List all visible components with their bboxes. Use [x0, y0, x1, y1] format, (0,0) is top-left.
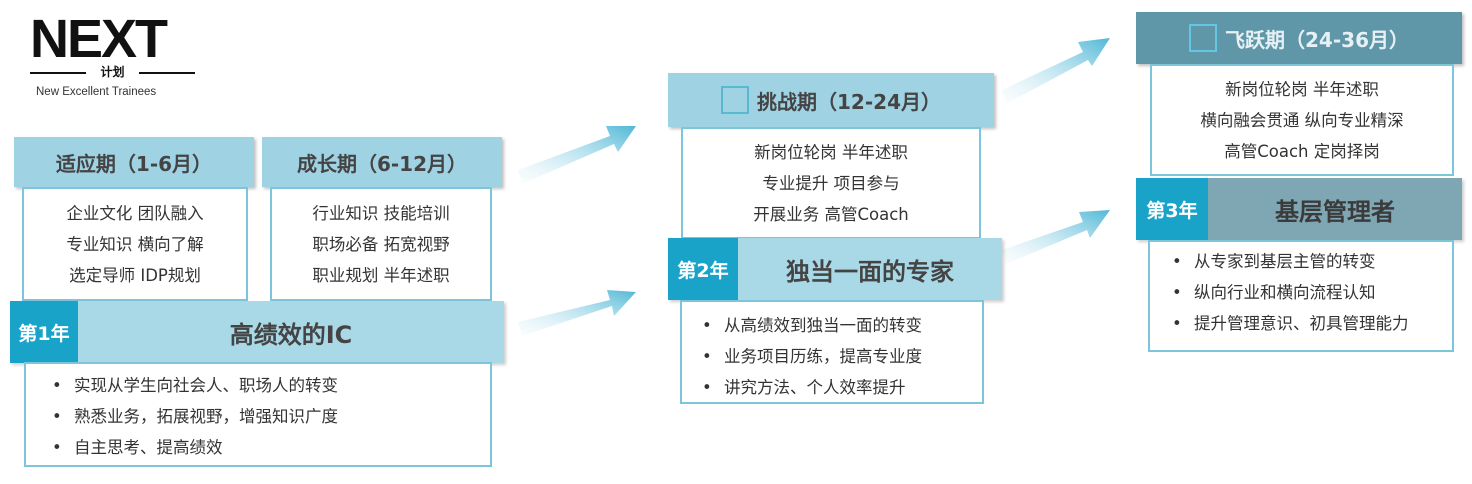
bullet-item: 自主思考、提高绩效 [52, 432, 490, 463]
stage-header-challenge: 挑战期（12-24月） [668, 73, 994, 127]
year1-bullets: 实现从学生向社会人、职场人的转变 熟悉业务，拓展视野，增强知识广度 自主思考、提… [24, 362, 492, 467]
bullet-item: 实现从学生向社会人、职场人的转变 [52, 370, 490, 401]
stage-item: 选定导师 IDP规划 [69, 265, 201, 285]
stage-item: 职场必备 拓宽视野 [312, 234, 450, 254]
bullet-item: 从高绩效到独当一面的转变 [702, 310, 982, 341]
stage-item: 企业文化 团队融入 [66, 203, 204, 223]
arrow-icon [518, 38, 1110, 336]
role-title: 基层管理者 [1208, 178, 1462, 240]
stage-box-grow: 行业知识 技能培训 职场必备 拓宽视野 职业规划 半年述职 [270, 187, 492, 301]
stage-box-challenge: 新岗位轮岗 半年述职 专业提升 项目参与 开展业务 高管Coach [681, 127, 981, 239]
logo-tagline: New Excellent Trainees [36, 86, 157, 98]
bullet-item: 纵向行业和横向流程认知 [1172, 277, 1452, 308]
logo-mark: NEXT [30, 9, 168, 69]
stage-item: 新岗位轮岗 半年述职 [1225, 79, 1379, 99]
bullet-item: 熟悉业务，拓展视野，增强知识广度 [52, 401, 490, 432]
stage-item: 专业提升 项目参与 [762, 173, 900, 193]
stage-box-adapt: 企业文化 团队融入 专业知识 横向了解 选定导师 IDP规划 [22, 187, 248, 301]
stage-item: 新岗位轮岗 半年述职 [754, 142, 908, 162]
bullet-item: 讲究方法、个人效率提升 [702, 372, 982, 403]
stage-header-leap: 飞跃期（24-36月） [1136, 12, 1462, 64]
year1-role-bar: 第1年 高绩效的IC [10, 301, 504, 363]
stage-item: 专业知识 横向了解 [66, 234, 204, 254]
year3-bullets: 从专家到基层主管的转变 纵向行业和横向流程认知 提升管理意识、初具管理能力 [1148, 240, 1454, 352]
role-title: 高绩效的IC [78, 301, 504, 363]
stage-header-grow: 成长期（6-12月） [262, 137, 502, 187]
stage-item: 职业规划 半年述职 [312, 265, 450, 285]
stage-item: 高管Coach 定岗择岗 [1224, 141, 1380, 161]
year2-bullets: 从高绩效到独当一面的转变 业务项目历练，提高专业度 讲究方法、个人效率提升 [680, 300, 984, 404]
stage-header-adapt: 适应期（1-6月） [14, 137, 254, 187]
stage-item: 横向融会贯通 纵向专业精深 [1200, 110, 1404, 130]
stage-item: 行业知识 技能培训 [312, 203, 450, 223]
year2-role-bar: 第2年 独当一面的专家 [668, 238, 1002, 300]
role-title: 独当一面的专家 [738, 238, 1002, 300]
checkbox-icon [1189, 24, 1218, 52]
bullet-item: 业务项目历练，提高专业度 [702, 341, 982, 372]
logo-sub: 计划 [30, 64, 195, 80]
year-tag: 第1年 [10, 301, 78, 363]
stage-item: 开展业务 高管Coach [753, 204, 909, 224]
stage-box-leap: 新岗位轮岗 半年述职 横向融会贯通 纵向专业精深 高管Coach 定岗择岗 [1150, 64, 1454, 176]
checkbox-icon [721, 86, 750, 114]
year3-role-bar: 第3年 基层管理者 [1136, 178, 1462, 240]
year-tag: 第3年 [1136, 178, 1208, 240]
bullet-item: 从专家到基层主管的转变 [1172, 246, 1452, 277]
year-tag: 第2年 [668, 238, 738, 300]
bullet-item: 提升管理意识、初具管理能力 [1172, 308, 1452, 339]
